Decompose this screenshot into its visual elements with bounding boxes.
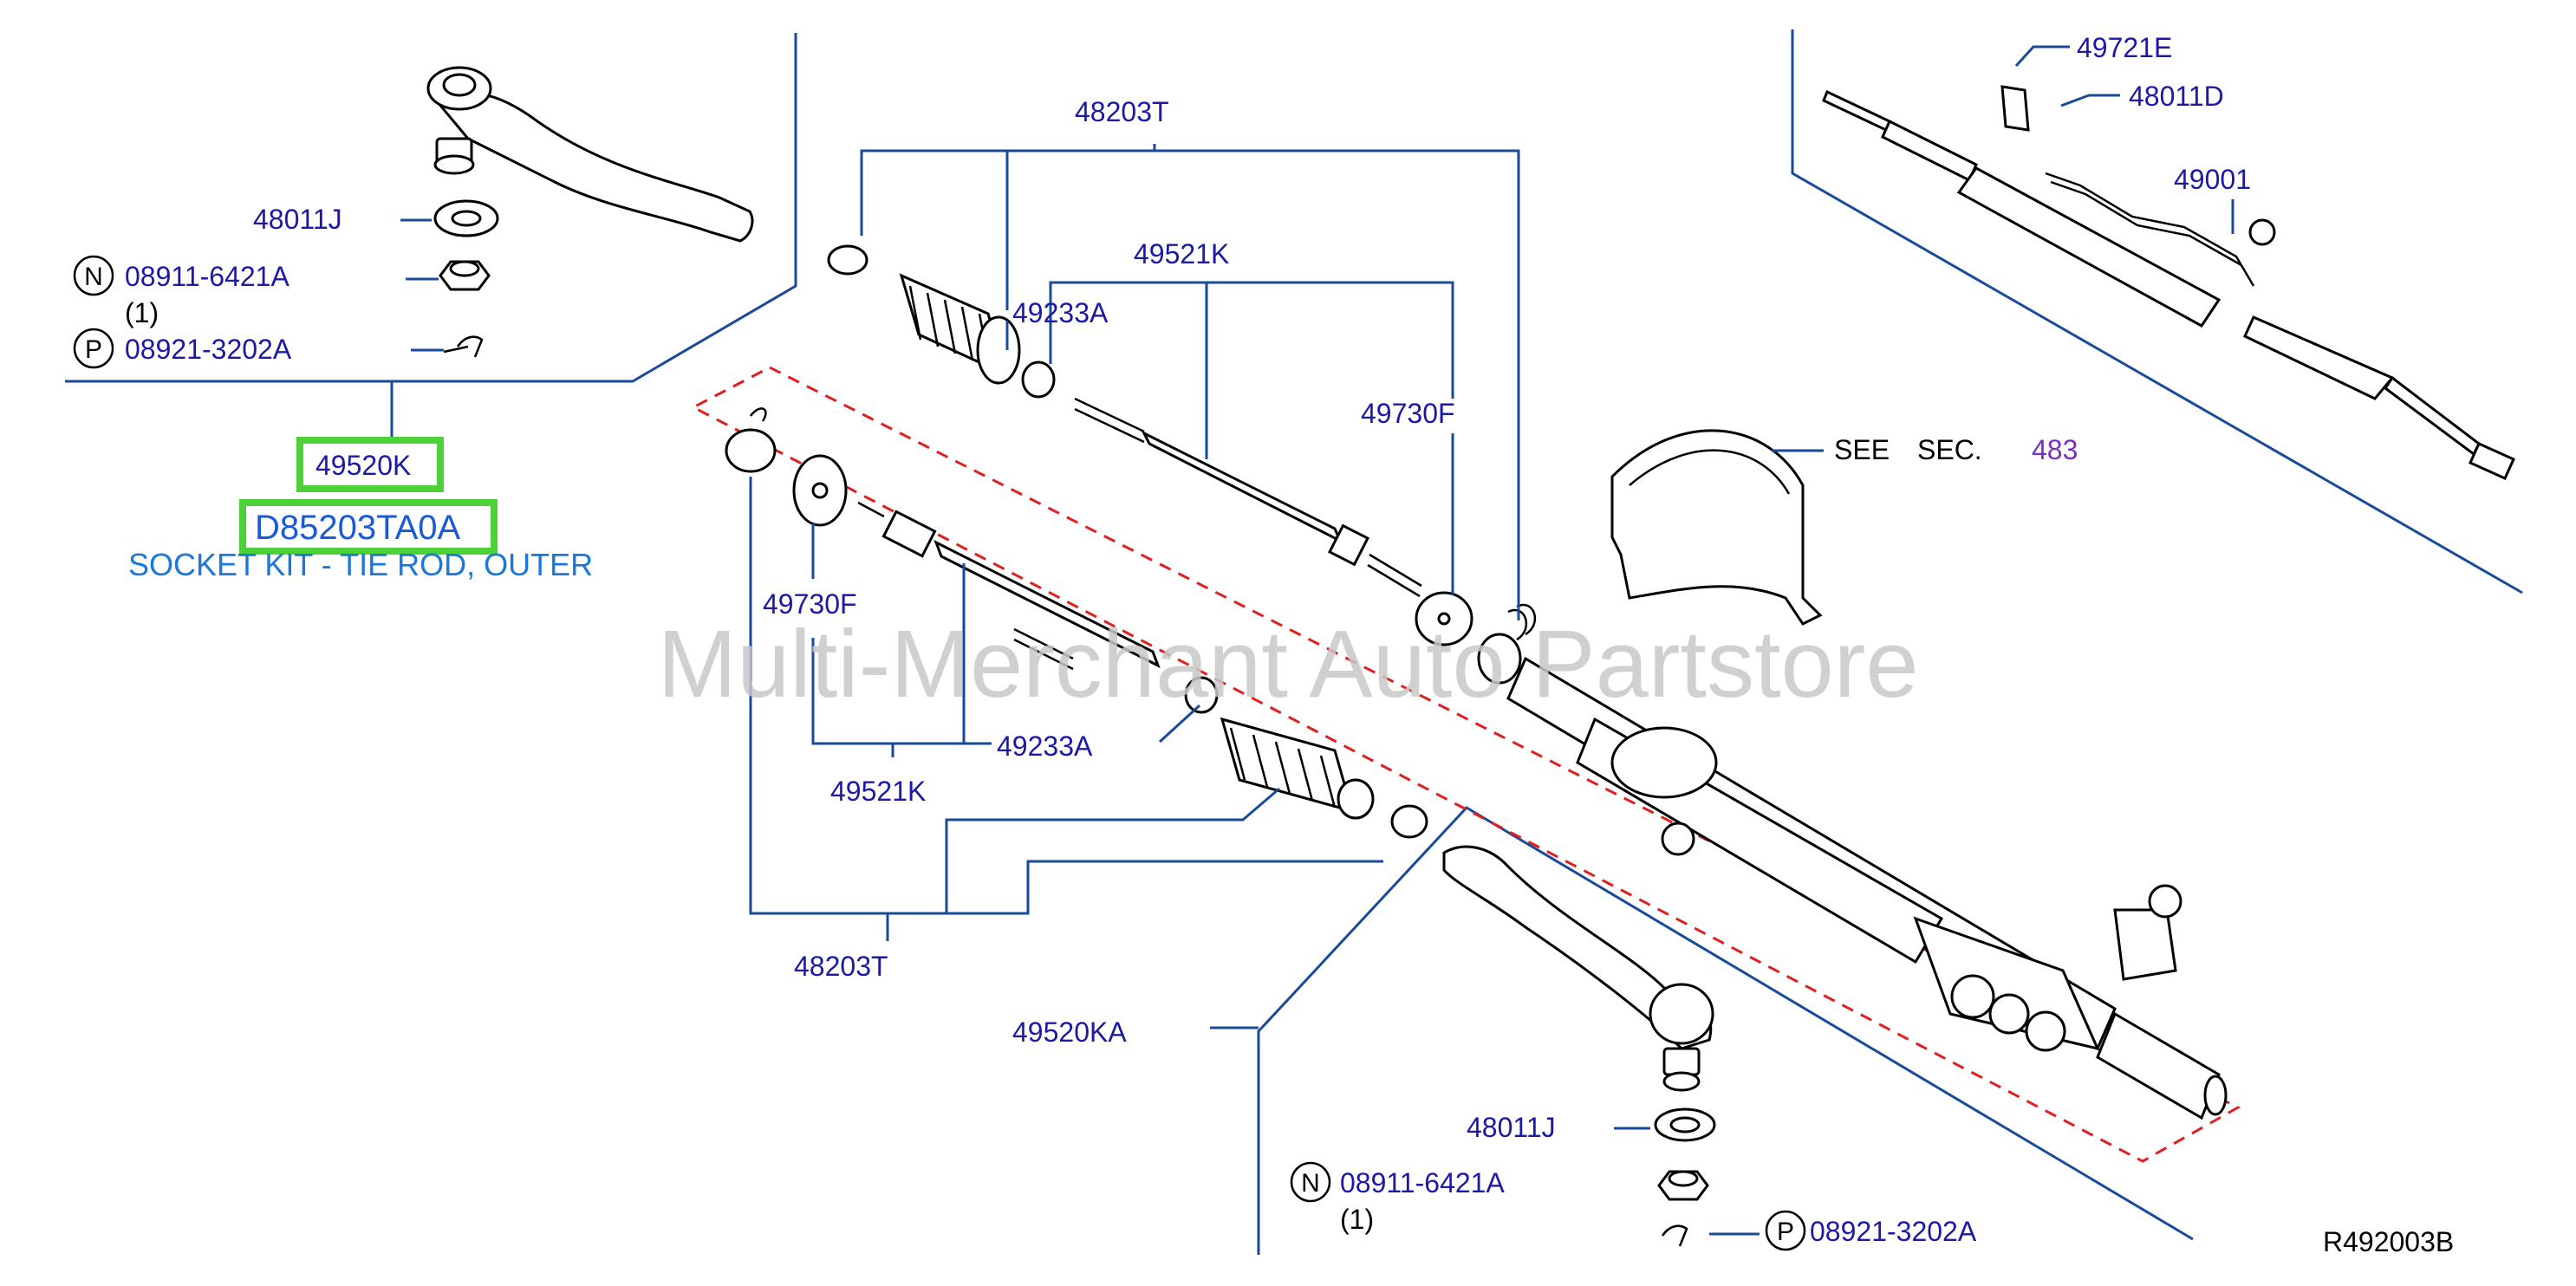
callout-49521K-top[interactable]: 49521K (1134, 238, 1229, 270)
callout-49520K[interactable]: 49520K (315, 450, 411, 481)
symbol-N-bottom: N (1290, 1161, 1331, 1203)
svg-text:P: P (85, 335, 102, 364)
callout-48011J-bottom[interactable]: 48011J (1467, 1112, 1556, 1143)
lower-boot-and-inner-rod (725, 407, 1428, 839)
highlight-box-D85203TA0A (239, 499, 498, 555)
highlight-box-49520K (296, 437, 444, 492)
sec-label: SEC. (1917, 434, 1982, 465)
callout-49520KA[interactable]: 49520KA (1012, 1016, 1127, 1048)
rack-assembly-outline (690, 366, 2241, 1163)
callout-08911-6421A-bottom[interactable]: 08911-6421A (1340, 1167, 1505, 1198)
diagram-reference-code: R492003B (2323, 1226, 2454, 1257)
callout-08921-3202A-top[interactable]: 08921-3202A (125, 334, 292, 365)
symbol-N-top: N (73, 255, 114, 296)
symbol-P-bottom: P (1765, 1210, 1806, 1251)
callout-48011D[interactable]: 48011D (2129, 81, 2224, 112)
svg-text:N: N (1301, 1169, 1320, 1198)
callout-D85203TA0A[interactable]: D85203TA0A (255, 509, 461, 547)
leader-lines (400, 45, 2234, 1236)
see-label: SEE (1834, 434, 1890, 465)
callout-49001[interactable]: 49001 (2174, 164, 2251, 195)
callout-49233A-top[interactable]: 49233A (1012, 297, 1109, 328)
symbol-P-top: P (73, 328, 114, 369)
callout-08921-3202A-bottom[interactable]: 08921-3202A (1810, 1216, 1977, 1247)
steering-rack-housing (1506, 656, 2228, 1120)
watermark: Multi-Merchant Auto Partstore (657, 611, 1918, 718)
outer-tie-rod-top (426, 66, 754, 358)
heat-shield (1610, 429, 1823, 626)
part-description: SOCKET KIT - TIE ROD, OUTER (128, 547, 593, 582)
inset-rack-assembly (1822, 85, 2515, 480)
svg-text:P: P (1777, 1218, 1794, 1246)
svg-text:N: N (84, 263, 103, 291)
outer-tie-rod-bottom (1442, 845, 1716, 1247)
callout-48203T-bottom[interactable]: 48203T (794, 951, 888, 982)
callout-48203T-top[interactable]: 48203T (1075, 96, 1169, 127)
callout-48011J-top[interactable]: 48011J (253, 204, 342, 235)
callout-qty-bottom: (1) (1340, 1204, 1374, 1235)
callout-08911-6421A-top[interactable]: 08911-6421A (125, 261, 289, 292)
callout-49730F-right[interactable]: 49730F (1361, 398, 1455, 429)
section-link-483[interactable]: 483 (2032, 434, 2078, 465)
callout-qty-top: (1) (125, 297, 159, 328)
upper-boot-and-inner-rod (827, 244, 1536, 685)
callout-49521K-mid[interactable]: 49521K (830, 776, 926, 807)
callout-49233A-mid[interactable]: 49233A (997, 731, 1093, 762)
frame-lines (65, 29, 2523, 1255)
callout-49730F-left[interactable]: 49730F (763, 588, 857, 620)
callout-49721E[interactable]: 49721E (2077, 32, 2172, 63)
